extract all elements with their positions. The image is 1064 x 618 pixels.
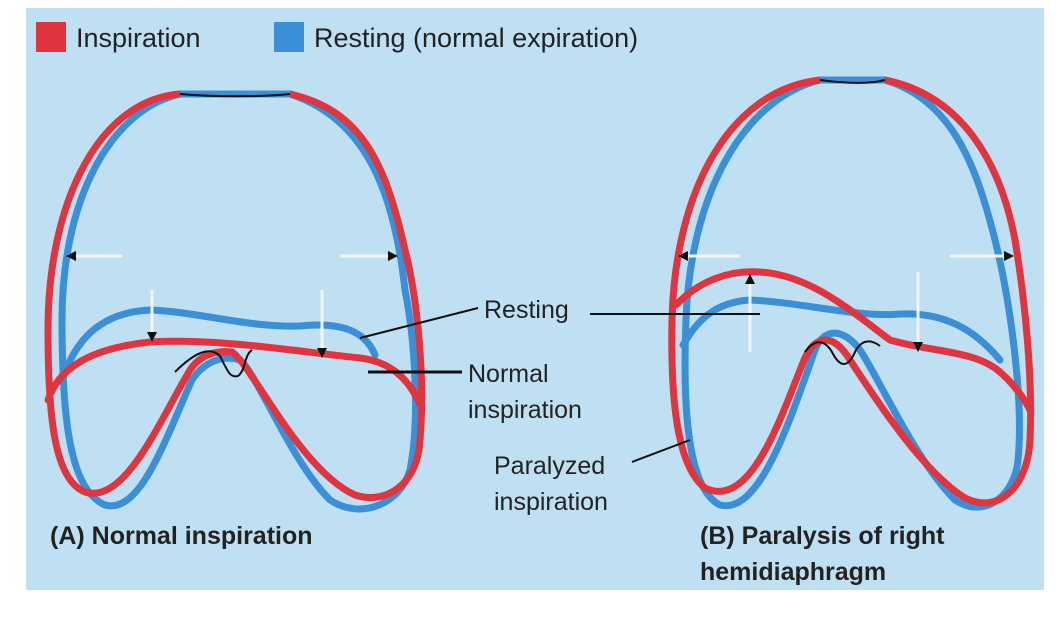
panel-a-apex-line — [179, 93, 291, 98]
caption-panel-b-line2: hemidiaphragm — [700, 558, 886, 586]
legend-label-inspiration: Inspiration — [76, 23, 201, 53]
panel-b-resting-outline — [681, 76, 1023, 511]
caption-panel-a: (A) Normal inspiration — [50, 522, 313, 550]
panel-b-apex-line — [819, 79, 886, 84]
panel-a-heart-line — [174, 349, 253, 378]
paralyzed-inspiration-label-line1: Paralyzed — [494, 452, 605, 480]
panel-a-resting-outline — [58, 90, 419, 513]
panel-a-normal-inspiration — [44, 90, 426, 513]
panel-b-inspiration-outline — [668, 76, 1035, 507]
legend: Inspiration Resting (normal expiration) — [36, 22, 638, 53]
panel-b-heart-line — [804, 340, 881, 365]
legend-label-resting: Resting (normal expiration) — [314, 23, 638, 53]
panel-b-resting-diaphragm — [679, 296, 1004, 364]
panel-a-resting-diaphragm — [60, 306, 379, 379]
paralyzed-inspiration-leader — [631, 439, 691, 463]
callout-lines — [359, 307, 760, 463]
normal-inspiration-label-line2: inspiration — [468, 396, 582, 424]
legend-swatch-resting — [274, 22, 304, 52]
panel-b-inspiration-diaphragm — [672, 268, 1034, 414]
caption-panel-b-line1: (B) Paralysis of right — [700, 522, 945, 550]
resting-leader-a — [359, 307, 479, 339]
paralyzed-inspiration-label-line2: inspiration — [494, 488, 608, 516]
legend-swatch-inspiration — [36, 22, 66, 52]
panel-b-paralysis — [668, 76, 1035, 511]
panel-a-inspiration-outline — [44, 90, 426, 502]
diagram-background — [26, 8, 1044, 590]
normal-inspiration-label-line1: Normal — [468, 360, 549, 388]
panel-a-inspiration-diaphragm — [44, 337, 424, 409]
resting-label: Resting — [484, 296, 569, 324]
